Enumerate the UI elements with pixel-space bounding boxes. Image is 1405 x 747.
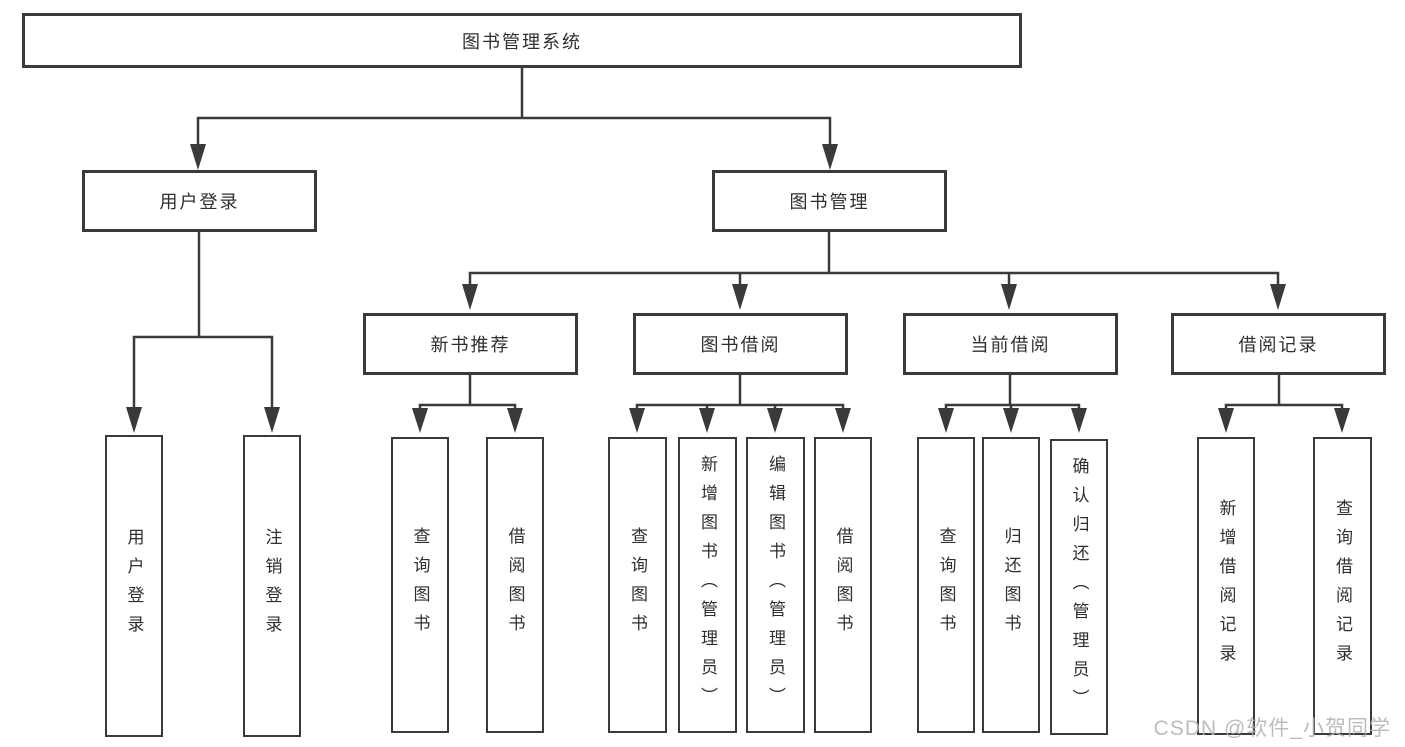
leaf-logout: 注销登录 [243, 435, 301, 737]
leaf-user-login: 用户登录 [105, 435, 163, 737]
leaf-add-books-admin: 新增图书（管理员） [678, 437, 737, 733]
arrowhead [264, 407, 280, 433]
arrowhead [1071, 408, 1087, 433]
leaf-add-borrow-record: 新增借阅记录 [1197, 437, 1255, 735]
leaf-query-books-borrow: 查询图书 [608, 437, 667, 733]
arrowhead [1001, 284, 1017, 310]
arrowhead [126, 407, 142, 433]
arrowhead [699, 408, 715, 433]
leaf-borrow-books: 借阅图书 [814, 437, 872, 733]
node-borrow-records: 借阅记录 [1171, 313, 1386, 375]
node-current-borrow: 当前借阅 [903, 313, 1118, 375]
leaf-query-borrow-record: 查询借阅记录 [1313, 437, 1372, 735]
leaf-edit-books-admin: 编辑图书（管理员） [746, 437, 805, 733]
leaf-query-books-current: 查询图书 [917, 437, 975, 733]
node-root-library-system: 图书管理系统 [22, 13, 1022, 68]
arrowhead [412, 408, 428, 433]
arrowhead [1270, 284, 1286, 310]
csdn-watermark: CSDN @软件_小贺同学 [1153, 717, 1391, 740]
arrowhead [507, 408, 523, 433]
arrowhead [732, 284, 748, 310]
leaf-borrow-books-recommend: 借阅图书 [486, 437, 544, 733]
node-user-login: 用户登录 [82, 170, 317, 232]
node-book-management: 图书管理 [712, 170, 947, 232]
arrowhead [767, 408, 783, 433]
node-new-book-recommend: 新书推荐 [363, 313, 578, 375]
arrowhead [629, 408, 645, 433]
arrowhead [835, 408, 851, 433]
arrowhead [822, 144, 838, 170]
arrowhead [1003, 408, 1019, 433]
arrowhead [190, 144, 206, 170]
arrowhead [1218, 408, 1234, 433]
arrowhead [462, 284, 478, 310]
leaf-query-books-recommend: 查询图书 [391, 437, 449, 733]
leaf-confirm-return-admin: 确认归还（管理员） [1050, 439, 1108, 735]
arrowhead [938, 408, 954, 433]
node-book-borrow: 图书借阅 [633, 313, 848, 375]
leaf-return-books: 归还图书 [982, 437, 1040, 733]
arrowhead [1334, 408, 1350, 433]
